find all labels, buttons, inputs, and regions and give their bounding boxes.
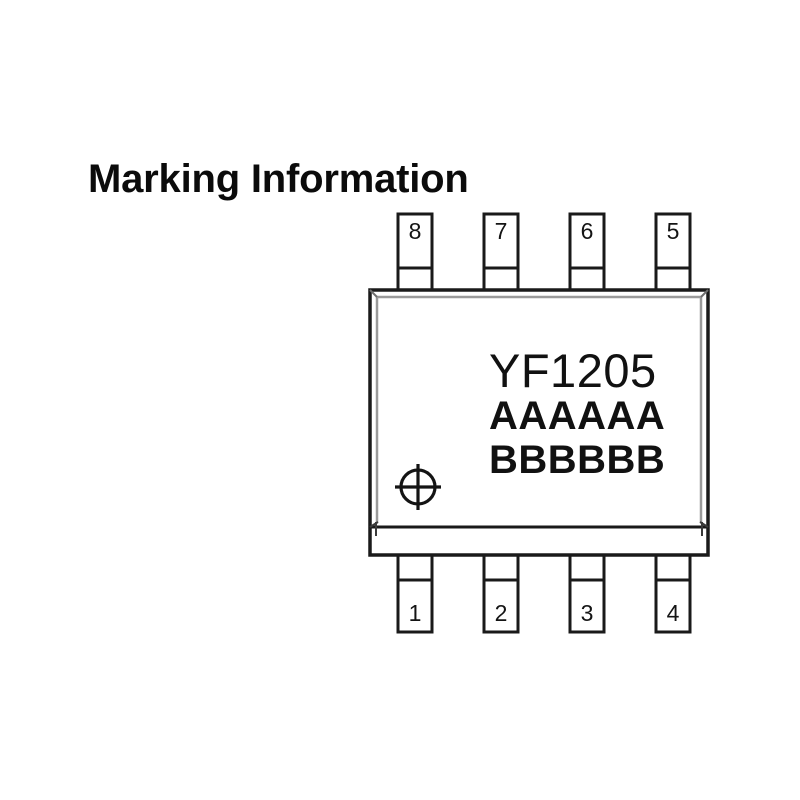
pin-6: [568, 212, 606, 294]
pin-label-5: 5: [666, 218, 680, 244]
page-title: Marking Information: [88, 157, 469, 201]
pin-label-4: 4: [666, 600, 680, 626]
marking-line-lot-code: AAAAAA: [489, 394, 666, 438]
pin-1: [396, 551, 434, 634]
pin-label-1: 1: [408, 600, 422, 626]
marking-line-date-code: BBBBBB: [489, 438, 666, 482]
pin-label-8: 8: [408, 218, 422, 244]
pin-label-2: 2: [494, 600, 508, 626]
marking-line-part-number: YF1205: [489, 344, 657, 397]
pin-label-6: 6: [580, 218, 594, 244]
top-pin-group: [396, 212, 692, 294]
bottom-pin-group: [396, 551, 692, 634]
package-body: [368, 288, 710, 557]
pin-label-7: 7: [494, 218, 508, 244]
pin-8: [396, 212, 434, 294]
pin-4: [654, 551, 692, 634]
pin1-indicator-icon: [395, 464, 441, 510]
pin-label-3: 3: [580, 600, 594, 626]
